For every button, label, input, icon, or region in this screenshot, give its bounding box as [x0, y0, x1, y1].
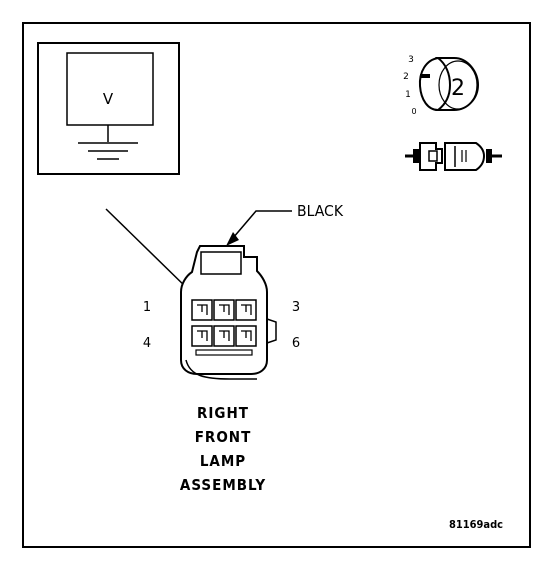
- voltmeter-diagram: V: [37, 42, 180, 175]
- title-line-1: RIGHT: [197, 404, 249, 422]
- outer-frame: [22, 22, 531, 548]
- component-title: RIGHT FRONT LAMP ASSEMBLY: [180, 404, 266, 494]
- connector-bottom-rib: [195, 349, 253, 356]
- connector-lock-tab: [200, 251, 242, 275]
- meter-frame: [37, 42, 180, 175]
- connector-bottom-edge: [185, 359, 257, 380]
- wire-color-callout: BLACK: [226, 202, 344, 246]
- meter-label: V: [103, 90, 114, 108]
- selector-position-0: 0: [411, 107, 416, 116]
- title-line-4: ASSEMBLY: [180, 476, 266, 494]
- selector-position-2: 2: [403, 72, 409, 82]
- selector-current-position: 2: [451, 76, 465, 101]
- title-line-3: LAMP: [200, 452, 246, 470]
- connector-side-latch: [266, 318, 277, 344]
- selector-knob-icon: [418, 57, 480, 111]
- pin-label-3: 3: [292, 300, 300, 315]
- connector-cavity-4: [191, 325, 213, 347]
- ground-icon: [78, 142, 138, 160]
- callout-arrowhead: [226, 232, 239, 246]
- figure-id: 81169adc: [449, 518, 503, 531]
- meter-body: [66, 52, 154, 126]
- pin-label-1: 1: [143, 300, 151, 315]
- pin-label-4: 4: [143, 336, 151, 351]
- wire-color-label: BLACK: [297, 202, 344, 220]
- pin-label-6: 6: [292, 336, 300, 351]
- callout-leader: [232, 210, 292, 239]
- connector-cavity-6: [235, 325, 257, 347]
- connector-cavity-2: [213, 299, 235, 321]
- connector-face: [180, 245, 277, 380]
- connector-cavity-5: [213, 325, 235, 347]
- probe-icon: [405, 142, 502, 171]
- selector-switch: 3 2 1 0 2: [403, 55, 480, 116]
- selector-position-1: 1: [405, 90, 411, 100]
- selector-position-3: 3: [408, 55, 414, 65]
- title-line-2: FRONT: [195, 428, 252, 446]
- connector-cavity-3: [235, 299, 257, 321]
- connector-cavity-1: [191, 299, 213, 321]
